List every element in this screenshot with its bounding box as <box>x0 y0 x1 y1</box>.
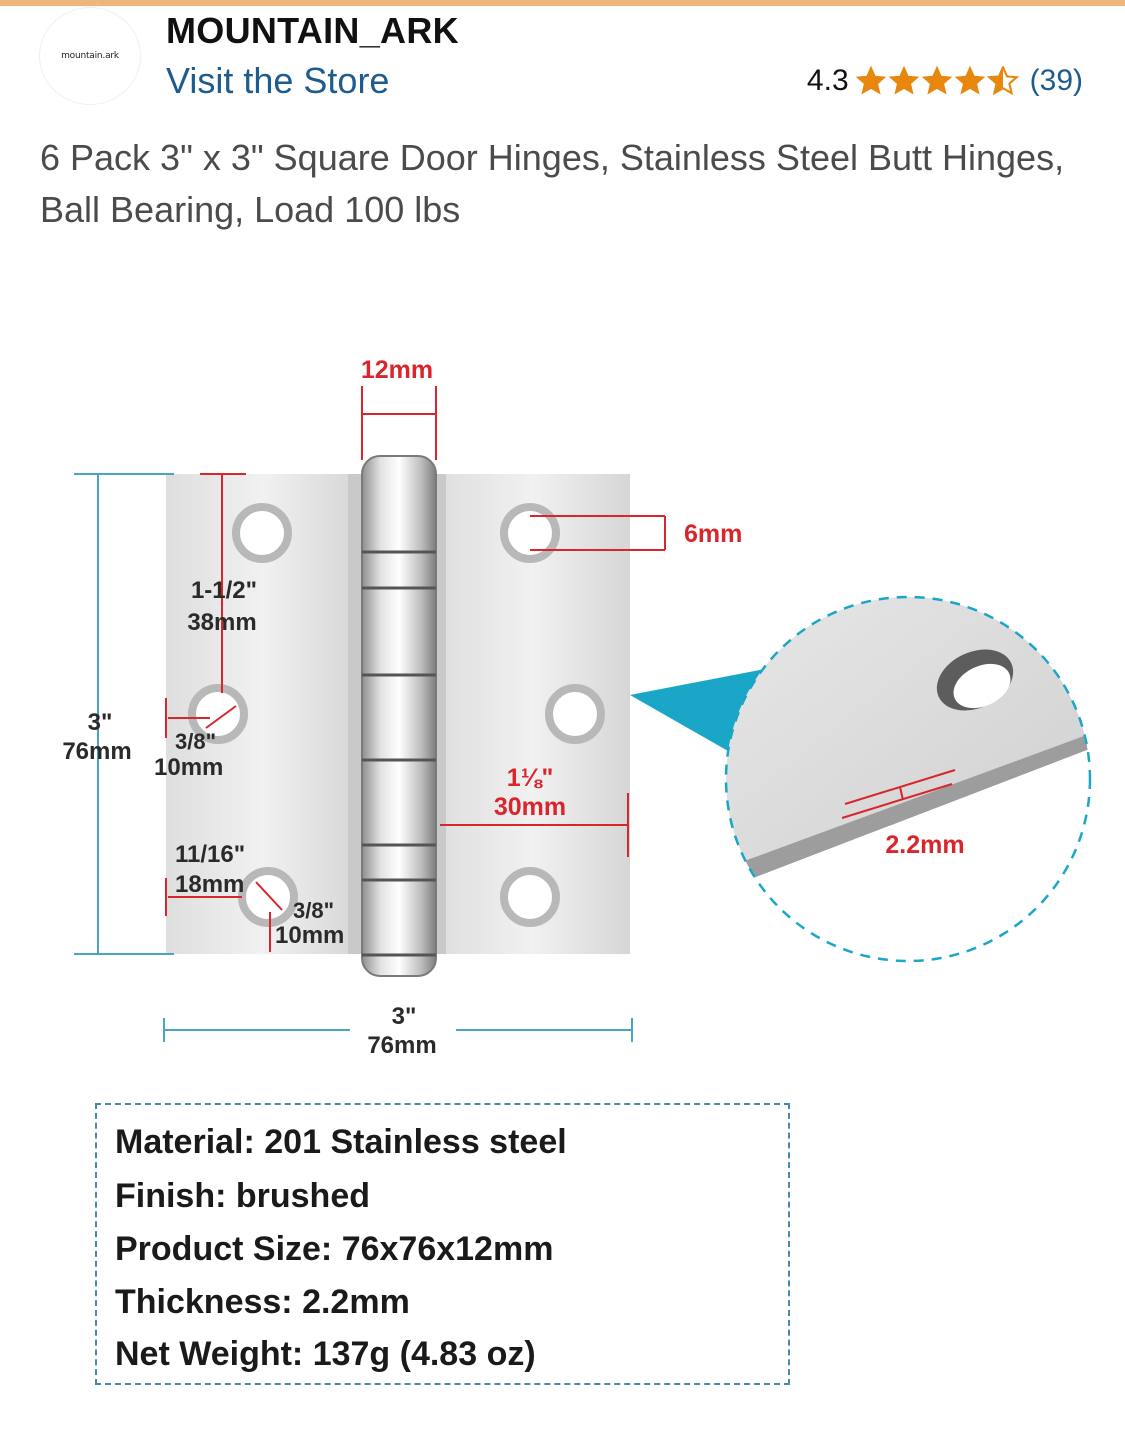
star-full-icon <box>888 66 919 95</box>
hinge-dimension-diagram: 12mm 6mm 1⅛" 30mm 2.2mm 1-1/2" 38mm 3" 7… <box>62 356 1092 1059</box>
hole-offset-label: 6mm <box>684 520 742 548</box>
spec-size: Product Size: 76x76x12mm <box>115 1230 554 1268</box>
leaf-offset-mm-label: 30mm <box>494 793 566 821</box>
hole-diameter-inches-label: 3/8" <box>175 729 216 754</box>
star-half-icon <box>986 66 1019 96</box>
product-title: 6 Pack 3" x 3" Square Door Hinges, Stain… <box>40 137 1065 230</box>
red-dimension-lines <box>165 386 666 952</box>
edge-offset-inches-label: 11/16" <box>175 841 245 868</box>
width-inches-label: 3" <box>392 1003 417 1030</box>
bottom-hole-inches-label: 3/8" <box>293 898 334 923</box>
spec-thickness: Thickness: 2.2mm <box>115 1283 410 1321</box>
rating-summary[interactable]: 4.3 (39) <box>807 64 1083 98</box>
height-mm-label: 76mm <box>62 738 131 765</box>
hole-diameter-mm-label: 10mm <box>154 754 223 781</box>
leaf-offset-inches-label: 1⅛" <box>507 764 554 792</box>
spec-material: Material: 201 Stainless steel <box>115 1123 567 1161</box>
star-full-icon <box>921 66 952 95</box>
rating-value: 4.3 <box>806 64 849 97</box>
star-rating <box>855 66 1020 96</box>
brand-name: MOUNTAIN_ARK <box>166 10 459 51</box>
zoom-detail <box>726 597 1090 890</box>
screw-holes <box>188 503 605 927</box>
hole-spacing-mm-label: 38mm <box>187 609 256 636</box>
review-count-link[interactable]: (39) <box>1029 64 1083 97</box>
top-accent-bar <box>0 0 1125 6</box>
width-mm-label: 76mm <box>367 1032 436 1059</box>
product-image[interactable]: 12mm 6mm 1⅛" 30mm 2.2mm 1-1/2" 38mm 3" 7… <box>0 330 1125 1410</box>
edge-offset-mm-label: 18mm <box>175 871 244 898</box>
store-logo-text: mountain.ark <box>61 51 119 61</box>
store-logo[interactable]: mountain.ark <box>40 8 140 104</box>
bottom-hole-mm-label: 10mm <box>275 922 344 949</box>
knuckle-width-label: 12mm <box>361 356 433 384</box>
star-full-icon <box>954 66 985 95</box>
star-full-icon <box>855 66 886 95</box>
spec-weight: Net Weight: 137g (4.83 oz) <box>115 1335 536 1373</box>
visit-store-link[interactable]: Visit the Store <box>166 60 390 101</box>
height-inches-label: 3" <box>88 709 113 736</box>
zoom-circle-outline <box>724 595 1092 963</box>
hole-spacing-inches-label: 1-1/2" <box>191 577 257 604</box>
spec-finish: Finish: brushed <box>115 1177 370 1215</box>
hinge-knuckle <box>361 455 437 977</box>
specs-box: Material: 201 Stainless steel Finish: br… <box>95 1103 790 1385</box>
thickness-label: 2.2mm <box>885 831 964 859</box>
blue-dimension-lines <box>74 473 633 1042</box>
